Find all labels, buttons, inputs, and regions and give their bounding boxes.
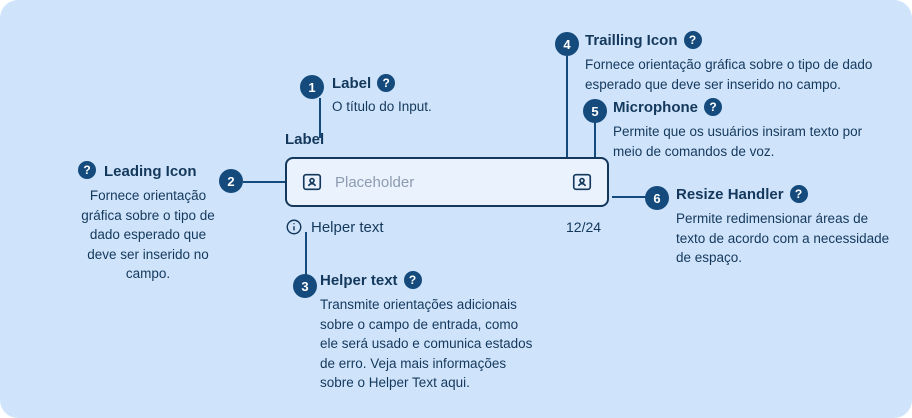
text-input[interactable]: Placeholder [285,157,609,207]
help-icon[interactable]: ? [683,31,702,50]
connector-line-5 [594,122,596,174]
annotation-5: Microphone? Permite que os usuários insi… [613,98,863,161]
help-icon[interactable]: ? [78,161,96,179]
contact-card-icon[interactable] [571,171,593,193]
annotation-1-body: O título do Input. [332,99,432,115]
annotation-6: Resize Handler? Permite redimensionar ár… [676,185,896,268]
connector-line-2 [243,181,287,183]
help-icon[interactable]: ? [789,185,808,204]
connector-line-6 [612,196,646,198]
badge-1[interactable]: 1 [300,75,324,99]
input-placeholder: Placeholder [335,173,415,191]
helper-row: Helper text [285,218,384,236]
annotation-4-body: Fornece orientação gráfica sobre o tipo … [585,57,873,92]
annotation-5-body: Permite que os usuários insiram texto po… [613,124,863,159]
badge-4[interactable]: 4 [555,32,579,56]
input-label: Label [285,131,325,148]
annotation-3-body: Transmite orientações adicionais sobre o… [320,297,533,391]
badge-3[interactable]: 3 [293,274,317,298]
badge-2[interactable]: 2 [219,169,243,193]
annotation-4-title: Trailling Icon? [585,31,890,50]
annotation-3-title: Helper text? [320,271,535,290]
help-icon[interactable]: ? [403,271,422,290]
badge-6[interactable]: 6 [645,186,669,210]
annotation-1: Label? O título do Input. [332,74,532,117]
contact-card-icon[interactable] [301,171,323,193]
info-circle-icon [285,218,303,236]
annotation-2-body: Fornece orientação gráfica sobre o tipo … [81,188,215,282]
annotation-4: Trailling Icon? Fornece orientação gráfi… [585,31,890,94]
connector-line-1 [319,98,321,138]
connector-line-3 [305,232,307,280]
connector-line-4 [566,56,568,160]
annotation-6-body: Permite redimensionar áreas de texto de … [676,211,890,266]
help-icon[interactable]: ? [704,98,722,117]
character-counter: 12/24 [566,219,602,235]
annotation-5-title: Microphone? [613,98,863,117]
annotation-1-title: Label? [332,74,532,93]
help-icon[interactable]: ? [377,74,396,93]
badge-5[interactable]: 5 [583,99,607,123]
annotation-3: Helper text? Transmite orientações adici… [320,271,535,393]
annotation-2-title: ?Leading Icon [78,161,218,180]
annotation-6-title: Resize Handler? [676,185,896,204]
annotation-2: ?Leading Icon Fornece orientação gráfica… [78,161,218,284]
helper-text: Helper text [311,218,384,236]
